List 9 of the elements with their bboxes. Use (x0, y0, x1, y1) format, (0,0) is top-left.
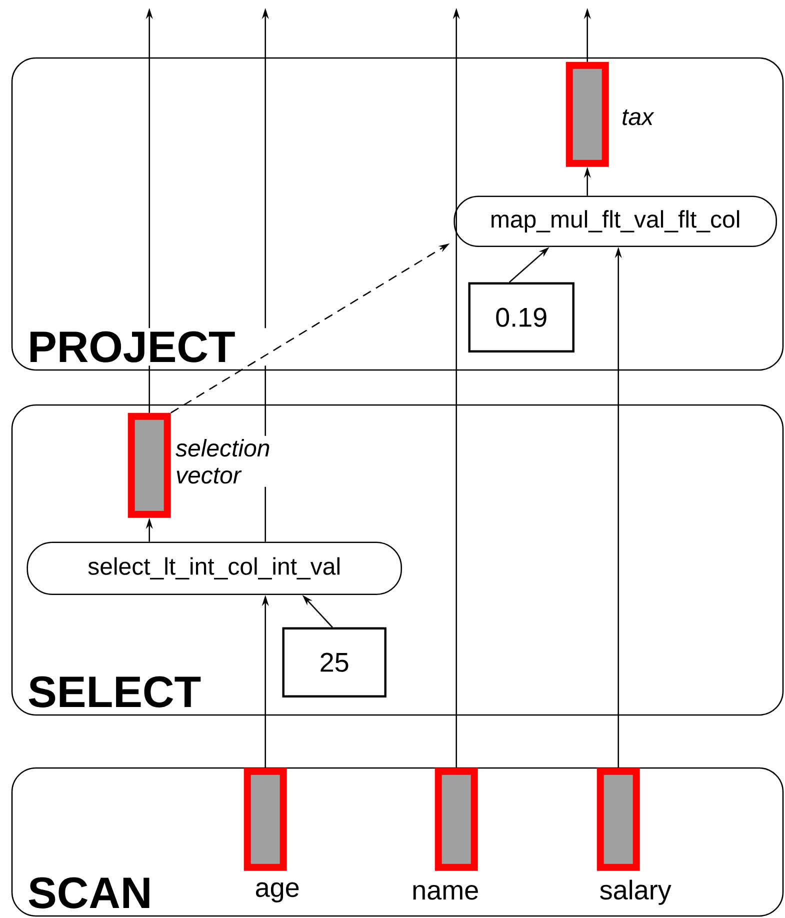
constant-box: 25 (282, 627, 386, 698)
primitive-box: select_lt_int_col_int_val (26, 542, 402, 595)
column-label: tax (622, 109, 654, 126)
column-label: selection vector (176, 439, 270, 484)
column-label: name (413, 884, 478, 900)
constant-box: 0.19 (468, 282, 574, 352)
column-label: salary (600, 880, 672, 905)
column-label: age (256, 882, 299, 902)
primitive-box: map_mul_flt_val_flt_col (454, 196, 777, 247)
